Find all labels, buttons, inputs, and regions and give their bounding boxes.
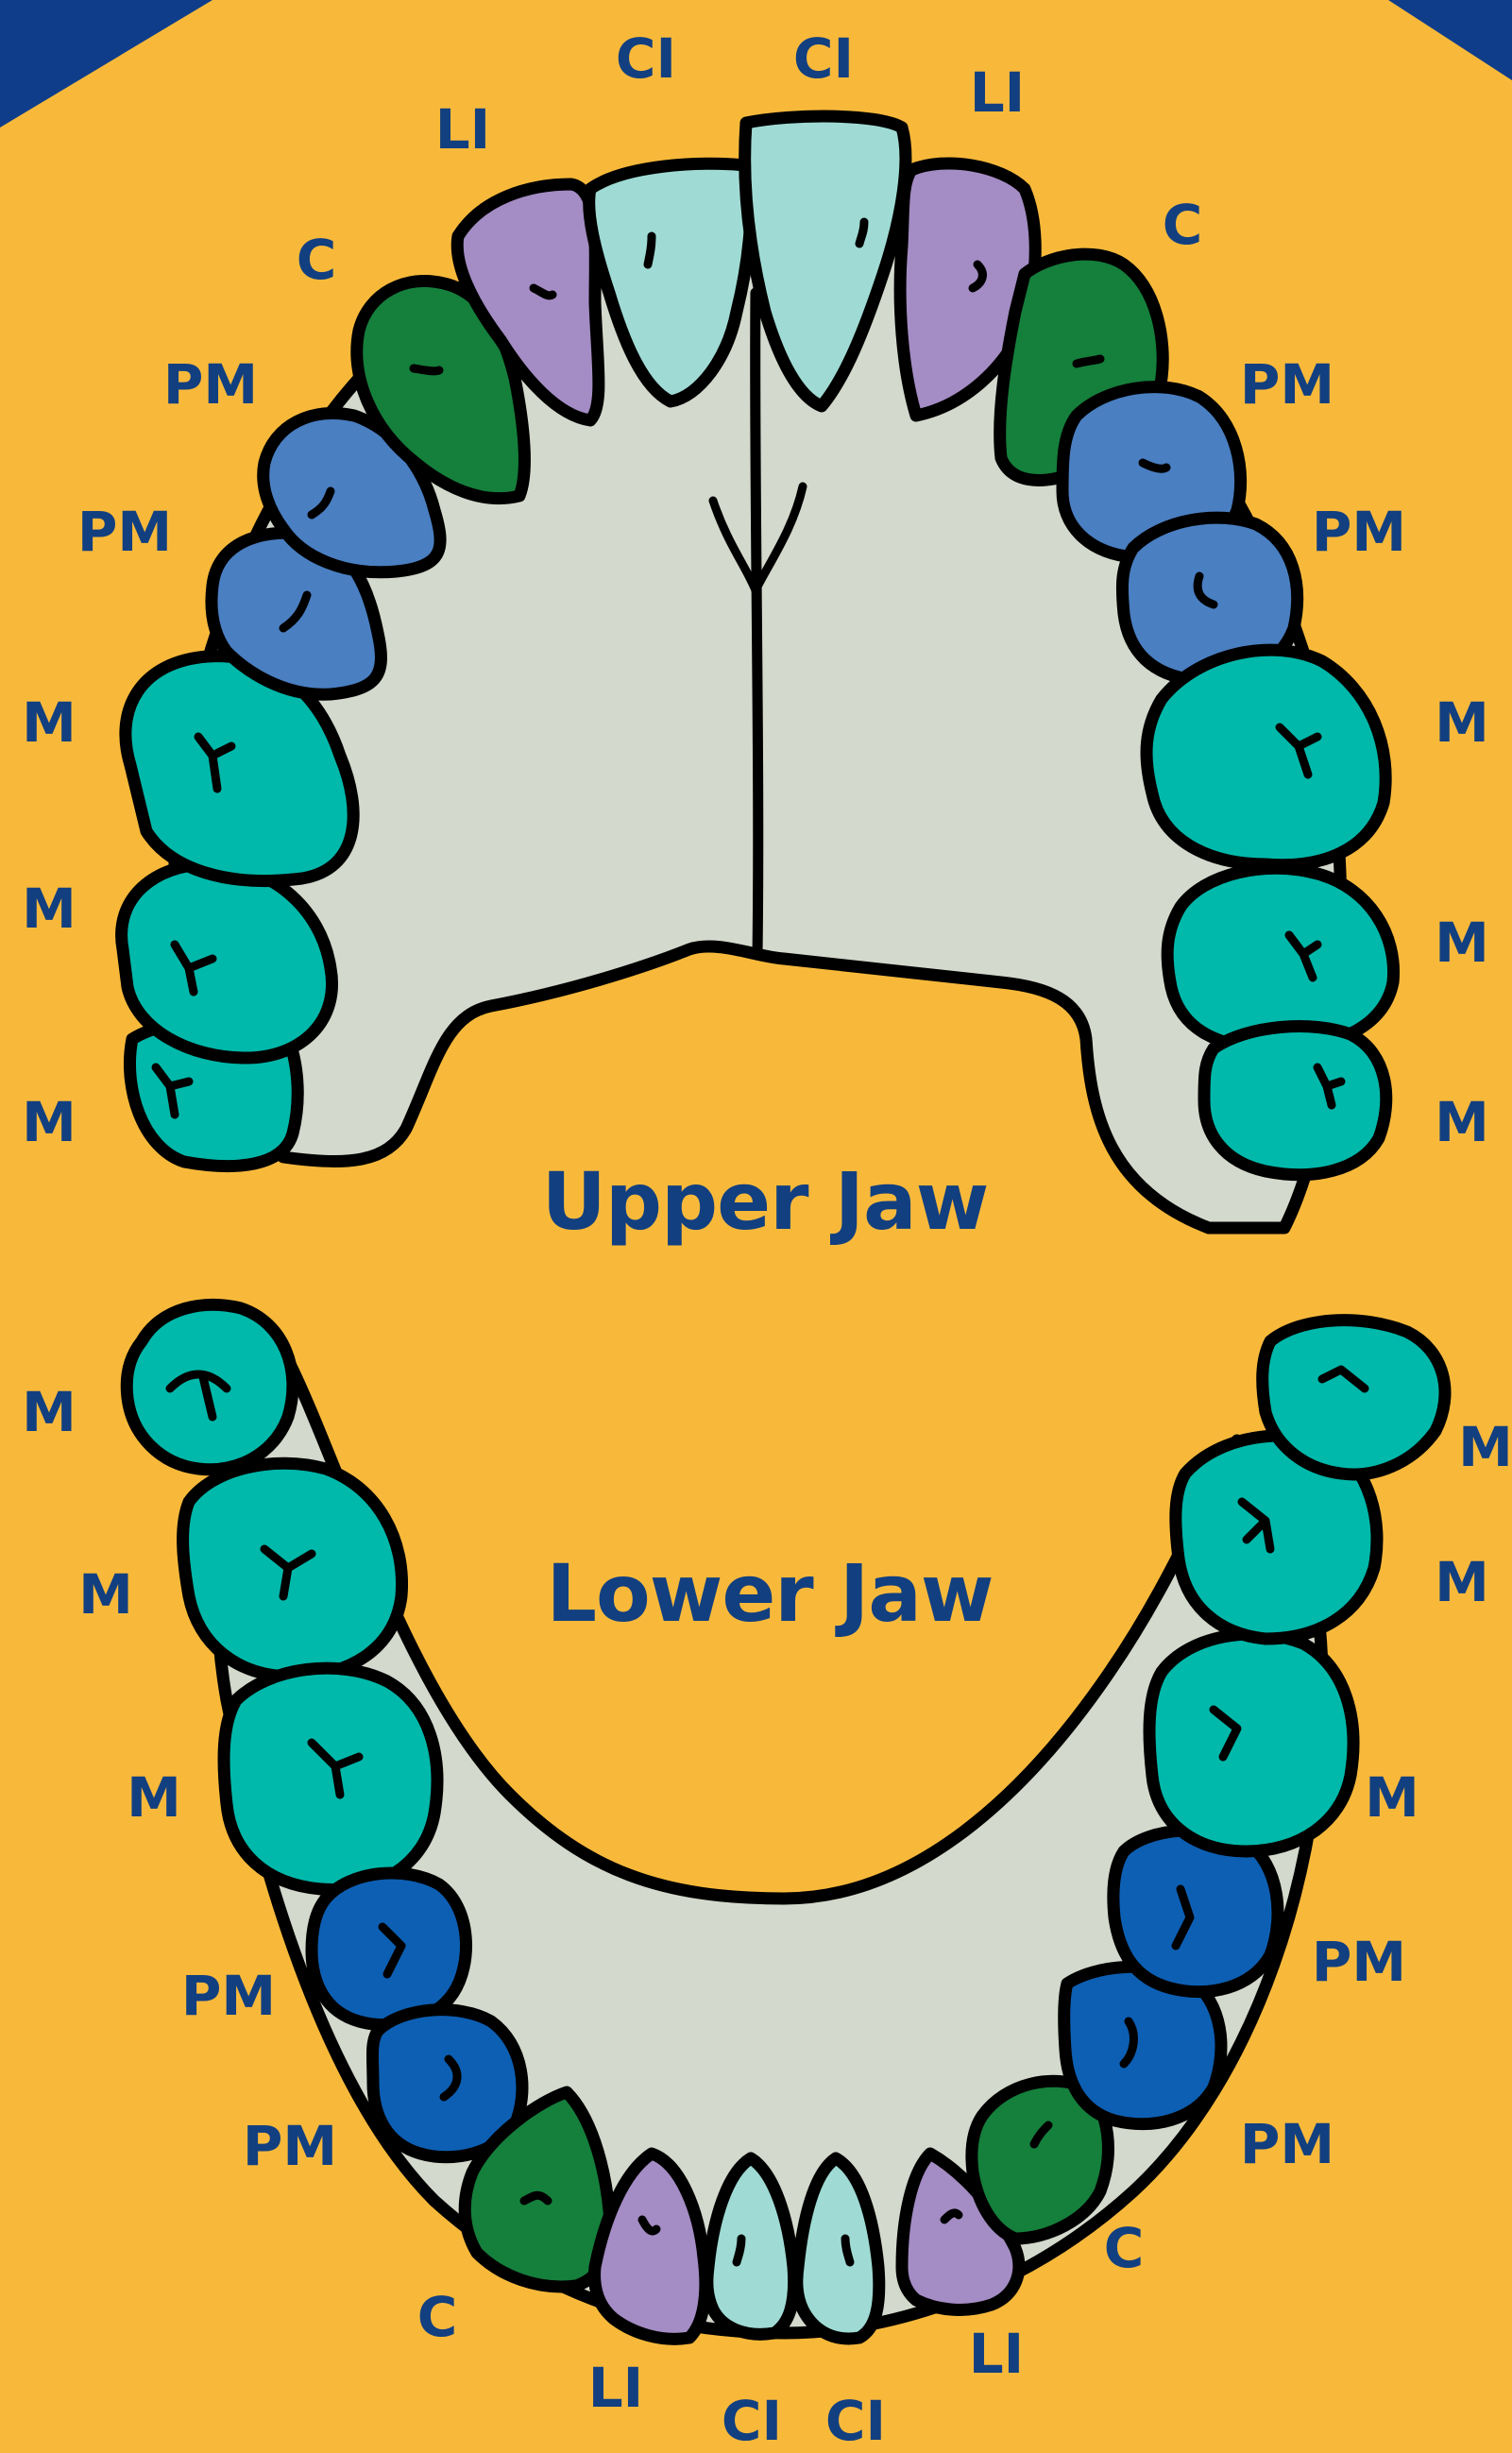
lower-label-li-right: LI	[969, 2326, 1025, 2381]
lower-label-pm1-left: PM	[181, 1968, 276, 2023]
lower-molar-right-1[interactable]	[1149, 1634, 1353, 1851]
lower-label-ci-left: CI	[722, 2393, 782, 2448]
lower-label-m2-right: M	[1435, 1555, 1489, 1610]
lower-label-pm2-left: PM	[243, 2119, 337, 2173]
upper-label-m2-right: M	[1435, 915, 1489, 970]
upper-label-ci-left: CI	[616, 31, 676, 86]
lower-molar-right-3[interactable]	[1263, 1320, 1445, 1474]
lower-jaw	[127, 1304, 1445, 2339]
lower-label-m3-right: M	[1365, 1770, 1419, 1825]
upper-label-ci-right: CI	[793, 31, 854, 86]
lower-label-m2-left: M	[78, 1567, 133, 1622]
upper-label-m3-right: M	[1435, 1095, 1489, 1150]
upper-label-m3-left: M	[22, 1095, 76, 1150]
lower-label-ci-right: CI	[825, 2393, 886, 2448]
upper-label-pm2-left: PM	[77, 504, 172, 559]
upper-label-li-left: LI	[435, 102, 491, 157]
lower-jaw-title: Lower Jaw	[546, 1554, 993, 1633]
upper-label-c-right: C	[1163, 197, 1203, 252]
corner-accent-left	[0, 0, 212, 128]
lower-label-pm2-right: PM	[1240, 2117, 1334, 2172]
upper-molar-right-1[interactable]	[1147, 650, 1385, 865]
upper-label-pm1-right: PM	[1240, 357, 1334, 412]
lower-label-c-right: C	[1104, 2221, 1145, 2275]
upper-molar-right-3[interactable]	[1204, 1027, 1386, 1175]
corner-accent-right	[1388, 0, 1512, 80]
lower-premolar-left-2[interactable]	[312, 1873, 467, 2025]
upper-label-m1-left: M	[22, 695, 76, 750]
lower-label-m3-left: M	[127, 1770, 181, 1825]
upper-label-m1-right: M	[1435, 695, 1489, 750]
upper-label-m2-left: M	[22, 881, 76, 936]
upper-label-pm1-left: PM	[163, 357, 258, 412]
lower-label-m1-right: M	[1458, 1420, 1512, 1474]
upper-label-pm2-right: PM	[1312, 504, 1406, 559]
upper-label-li-right: LI	[970, 65, 1026, 120]
upper-label-c-left: C	[297, 232, 337, 287]
upper-jaw-title: Upper Jaw	[542, 1162, 989, 1241]
lower-molar-left-1[interactable]	[224, 1668, 437, 1889]
lower-label-li-left: LI	[588, 2360, 644, 2415]
lower-label-c-left: C	[417, 2290, 458, 2344]
lower-label-m1-left: M	[22, 1385, 76, 1439]
palate-midline	[756, 293, 758, 954]
lower-label-pm1-right: PM	[1312, 1934, 1406, 1989]
